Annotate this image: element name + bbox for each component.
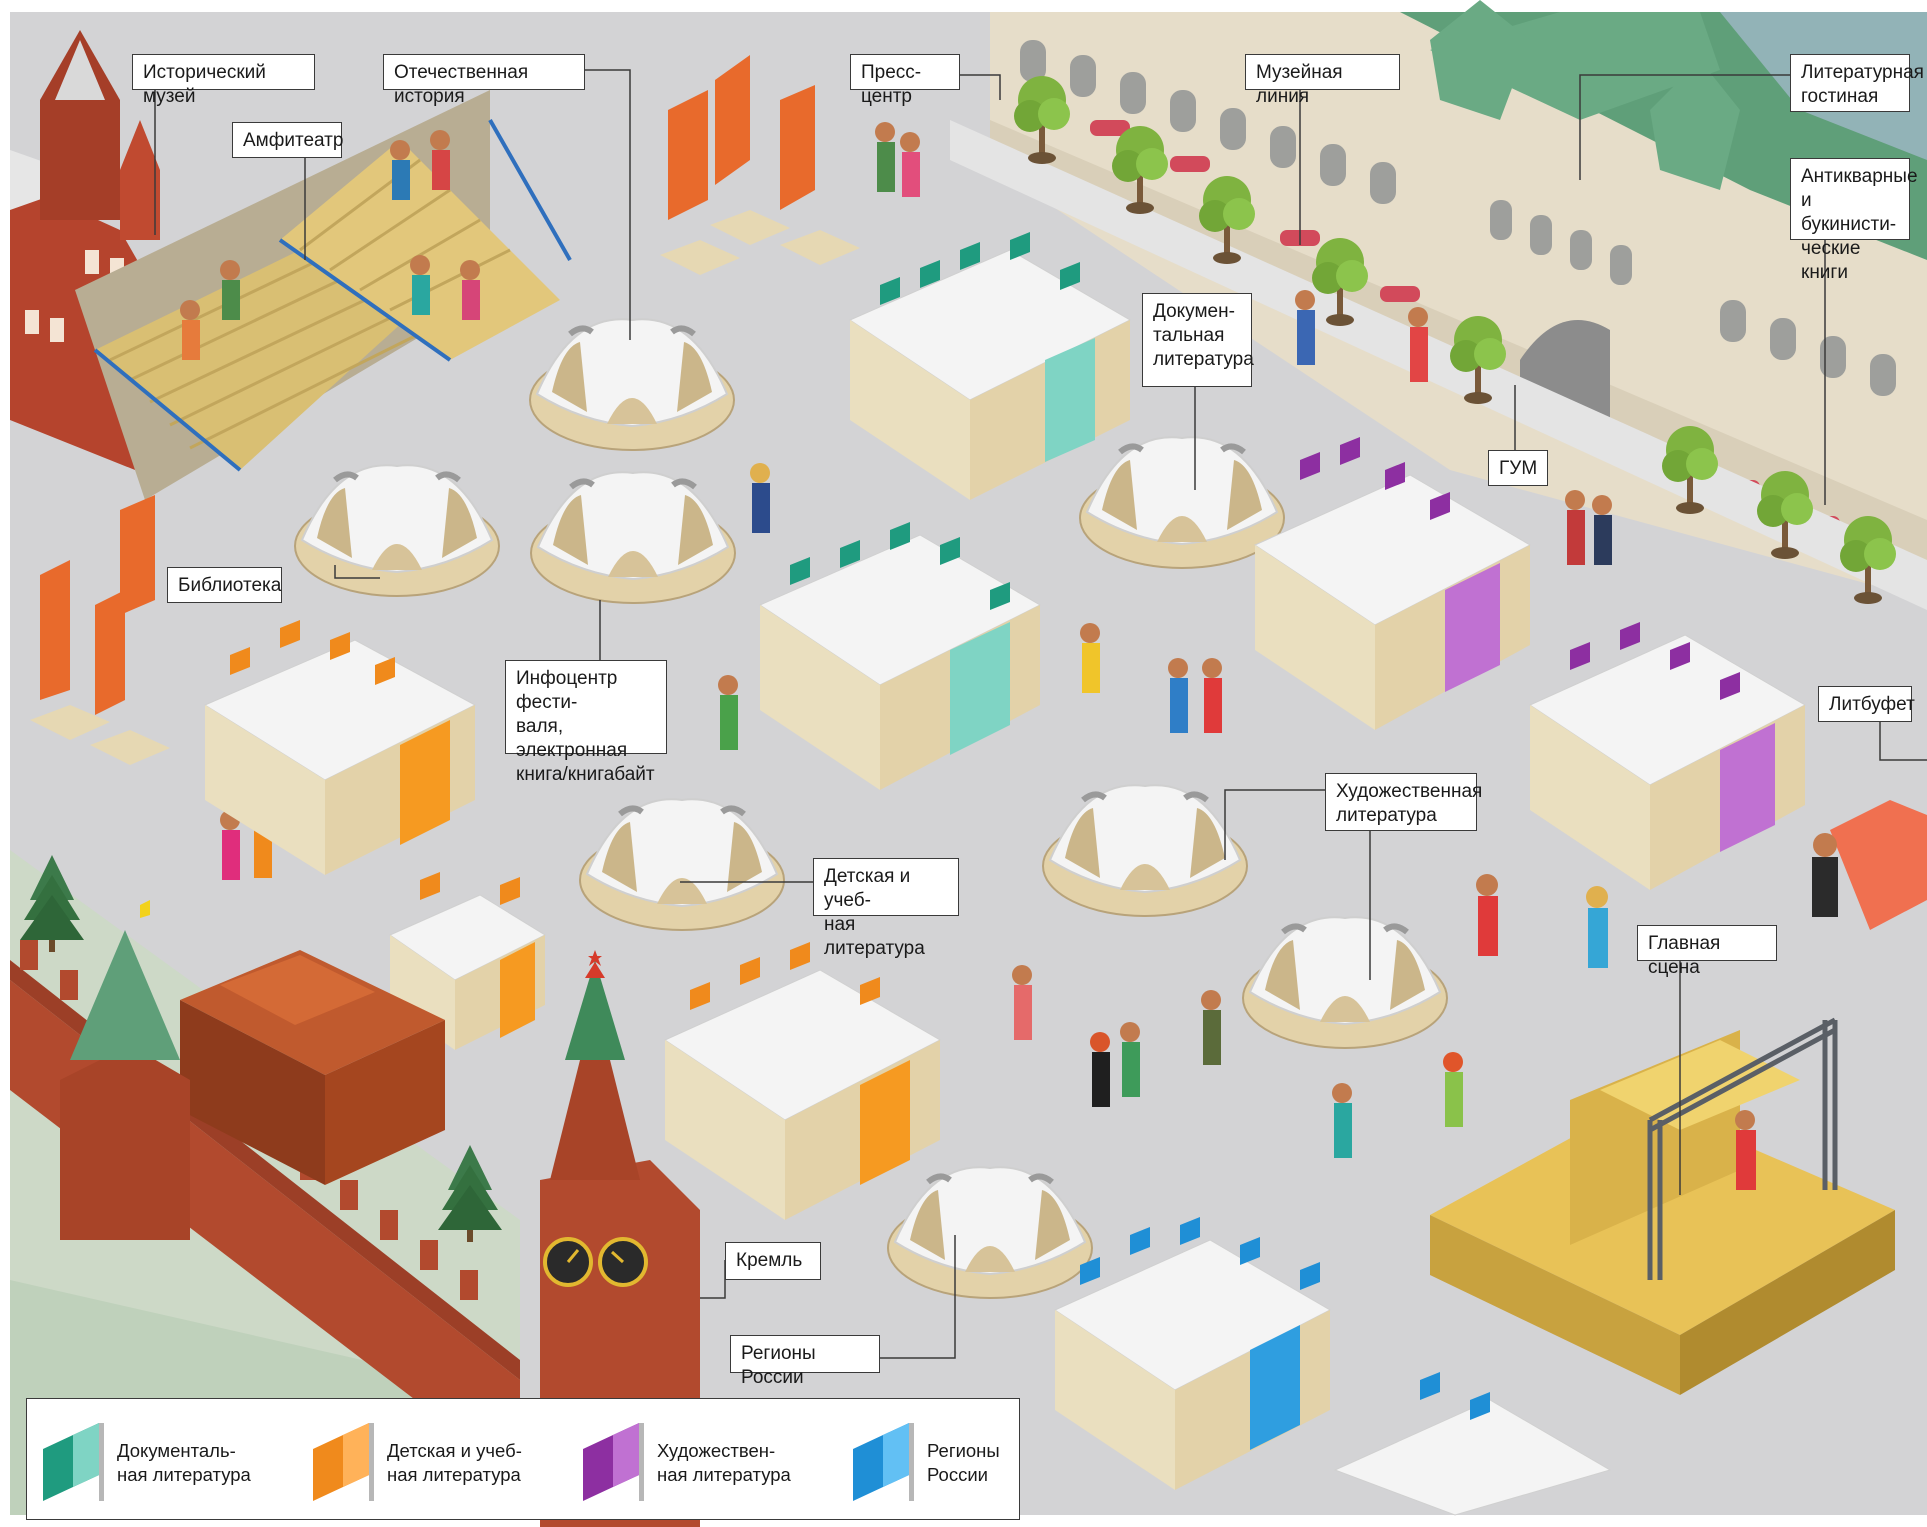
flag-icon xyxy=(313,1423,374,1501)
legend-item-documentary: Документаль- ная литература xyxy=(27,1421,262,1501)
callout-russian-regions: Регионы России xyxy=(730,1335,880,1388)
callout-kremlin: Кремль xyxy=(725,1242,821,1280)
callout-library: Библиотека xyxy=(167,567,282,603)
callout-press-center: Пресс-центр xyxy=(850,54,960,107)
callout-antique-books: Антикварные и букинисти- ческие книги xyxy=(1790,158,1918,283)
legend-label: Детская и учеб- ная литература xyxy=(387,1440,522,1485)
legend-label: Документаль- ная литература xyxy=(117,1440,251,1485)
callout-museum-line: Музейная линия xyxy=(1245,54,1400,107)
callout-main-stage: Главная сцена xyxy=(1637,925,1777,978)
legend-item-fiction: Художествен- ная литература xyxy=(567,1421,802,1501)
legend-item-childrens: Детская и учеб- ная литература xyxy=(297,1421,532,1501)
callout-info-center: Инфоцентр фести- валя, электронная книга… xyxy=(505,660,667,785)
legend-label: Регионы России xyxy=(927,1440,1000,1485)
flag-icon xyxy=(43,1423,104,1501)
flag-icon xyxy=(583,1423,644,1501)
callout-historical-museum: Исторический музей xyxy=(132,54,315,107)
legend: Документаль- ная литература Детская и уч… xyxy=(26,1398,1020,1520)
callout-childrens-literature: Детская и учеб- ная литература xyxy=(813,858,959,959)
legend-label: Художествен- ная литература xyxy=(657,1440,791,1485)
flag-icon xyxy=(853,1423,914,1501)
callout-fiction: Художественная литература xyxy=(1325,773,1482,831)
legend-item-regions: Регионы России xyxy=(837,1421,1072,1501)
callout-amphitheater: Амфитеатр xyxy=(232,122,343,158)
callout-literary-lounge: Литературная гостиная xyxy=(1790,54,1924,112)
callout-litbuffet: Литбуфет xyxy=(1818,686,1915,722)
callout-gum: ГУМ xyxy=(1488,450,1548,486)
callout-documentary-literature: Докумен- тальная литература xyxy=(1142,293,1254,387)
callout-national-history: Отечественная история xyxy=(383,54,585,107)
